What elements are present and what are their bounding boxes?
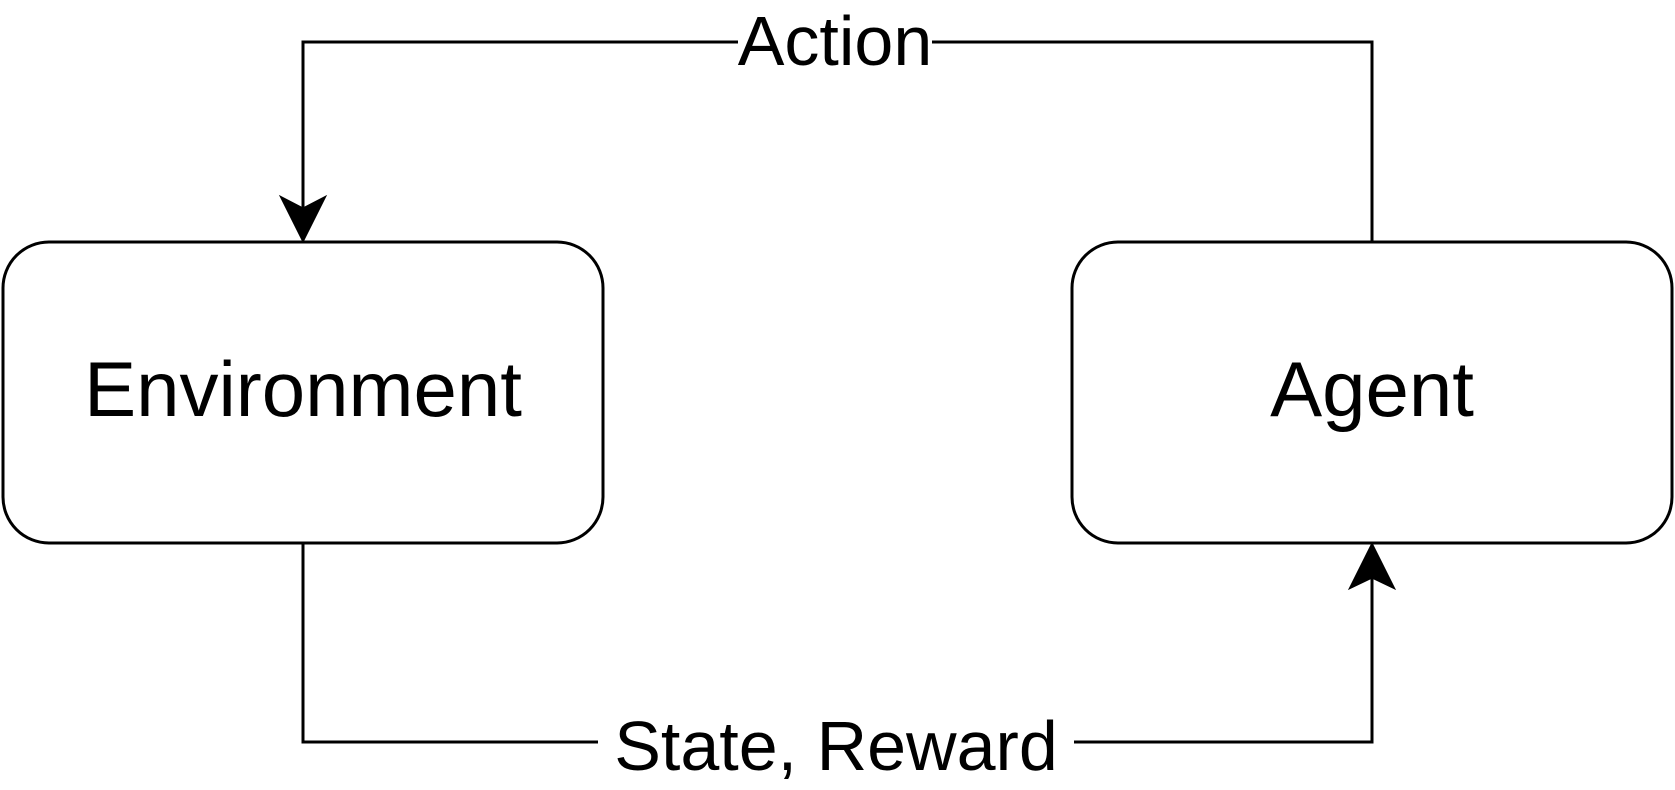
environment-box <box>1 240 605 545</box>
edge-action: Action <box>278 2 1374 244</box>
node-environment: Environment <box>1 240 605 545</box>
state-reward-label: State, Reward <box>614 707 1058 785</box>
node-agent: Agent <box>1070 240 1674 545</box>
action-label-bg <box>738 8 932 74</box>
agent-box <box>1070 240 1674 545</box>
state-reward-arrowhead <box>1347 541 1397 591</box>
environment-label: Environment <box>84 345 522 433</box>
action-arrowhead <box>278 194 328 244</box>
agent-label: Agent <box>1270 345 1474 433</box>
action-label: Action <box>738 2 933 80</box>
state-reward-label-bg <box>598 706 1074 772</box>
edge-state-reward: State, Reward <box>301 541 1397 785</box>
